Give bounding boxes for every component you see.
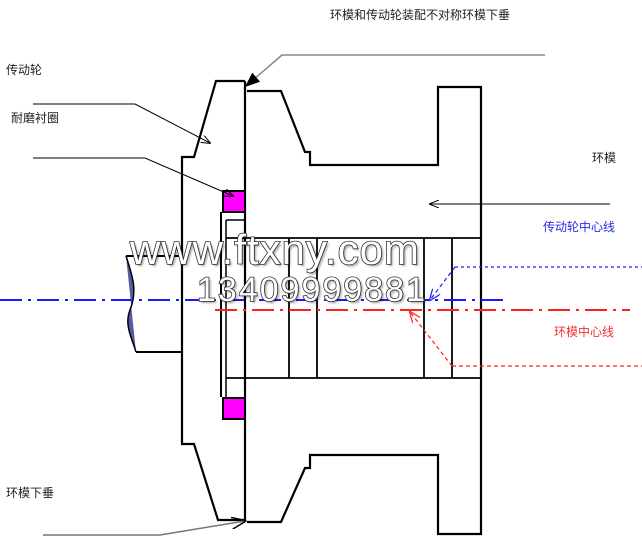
ring-die-sag-label: 环模下垂 xyxy=(6,486,55,500)
drive-wheel-outline xyxy=(180,79,247,522)
ring-die-inner xyxy=(226,237,481,379)
diagram-title: 环模和传动轮装配不对称环模下垂 xyxy=(330,8,511,22)
title-leader xyxy=(244,54,545,87)
shaft xyxy=(125,255,182,353)
drive-wheel-label: 传动轮 xyxy=(6,63,43,77)
sag-leader xyxy=(43,521,245,536)
ring-die-centerline-label: 环模中心线 xyxy=(554,325,615,339)
drive-wheel-centerline-label: 传动轮中心线 xyxy=(543,220,616,234)
watermark-url: www.ftxny.com xyxy=(129,226,420,273)
leader-lines xyxy=(33,54,610,536)
drive-wheel-leader xyxy=(33,103,210,143)
ring-centerline-leader xyxy=(410,312,453,367)
ring-die-label: 环模 xyxy=(592,151,617,165)
wear-ring-label: 耐磨衬圈 xyxy=(11,111,60,125)
hub-bore xyxy=(220,212,246,397)
wear-ring-bottom xyxy=(222,397,246,420)
wear-ring-top xyxy=(222,190,246,213)
wear-ring-leader xyxy=(33,157,233,196)
watermark-phone: 13409999881 xyxy=(196,271,428,309)
